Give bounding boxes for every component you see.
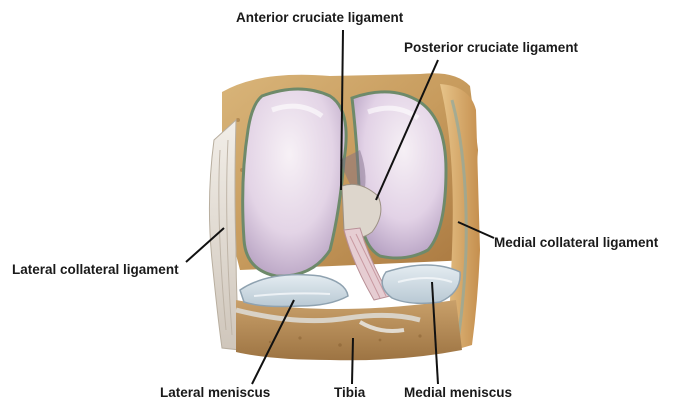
- label-posterior-cruciate-ligament: Posterior cruciate ligament: [404, 40, 578, 56]
- label-medial-meniscus: Medial meniscus: [404, 385, 512, 401]
- label-tibia: Tibia: [334, 385, 365, 401]
- label-medial-collateral-ligament: Medial collateral ligament: [494, 235, 658, 251]
- label-lateral-collateral-ligament: Lateral collateral ligament: [12, 262, 179, 278]
- tibia-leader-line: [352, 338, 353, 384]
- label-lateral-meniscus: Lateral meniscus: [160, 385, 270, 401]
- label-anterior-cruciate-ligament: Anterior cruciate ligament: [236, 10, 403, 26]
- tibia-bone: [236, 300, 462, 360]
- lateral-collateral-ligament-shape: [209, 120, 240, 350]
